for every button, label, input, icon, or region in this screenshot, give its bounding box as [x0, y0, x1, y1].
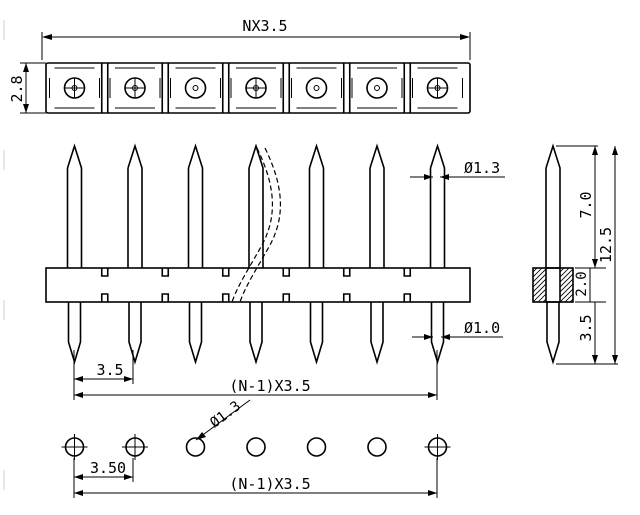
pin-upper — [308, 143, 325, 268]
hatch-line — [560, 278, 573, 293]
cell-edge — [115, 67, 155, 109]
housing-notch — [221, 268, 230, 302]
pin-lower — [188, 302, 203, 365]
pin-upper — [187, 143, 204, 268]
hatch-line — [615, 268, 640, 302]
housing-notch — [403, 268, 412, 302]
cell-side — [412, 78, 463, 98]
pin-upper — [429, 143, 446, 268]
pin-upper — [66, 143, 83, 268]
hole-circle — [367, 437, 387, 457]
hatch-line — [533, 268, 538, 273]
hatch-line — [537, 293, 546, 302]
hatch-line — [498, 268, 532, 302]
cell-side — [351, 78, 403, 98]
cell-side — [49, 78, 100, 98]
cell-divider — [282, 63, 291, 113]
pin-lower — [249, 302, 263, 365]
cell-divider — [161, 63, 170, 113]
hatch-line — [533, 278, 546, 293]
cell-edge — [357, 67, 397, 109]
hatch-line — [590, 268, 624, 302]
overall-length-label: NX3.5 — [242, 17, 287, 35]
hatch-line — [595, 268, 629, 302]
hatch-line — [560, 268, 570, 278]
hatch-line — [533, 268, 546, 283]
pin-dot — [374, 85, 380, 91]
hatch-line — [560, 283, 573, 298]
end-upper-length-label: 7.0 — [577, 191, 595, 218]
pin-upper — [369, 143, 385, 268]
hatch-line — [605, 268, 639, 302]
hole-circle — [246, 437, 266, 457]
cell-side — [109, 78, 161, 98]
cell-edge — [175, 67, 216, 109]
end-housing-height-label: 2.0 — [574, 271, 590, 296]
pin-circle — [366, 77, 388, 99]
end-lower-length-label: 3.5 — [577, 314, 595, 341]
cell-edge — [417, 67, 458, 109]
front-view: Ø1.3 Ø1.0 3.5 (N-1)X3.5 — [45, 143, 505, 400]
housing-notch — [282, 268, 291, 302]
housing-notch — [161, 268, 170, 302]
top-view: NX3.5 2.8 — [8, 17, 471, 114]
hole-pitch-label: 3.50 — [90, 459, 126, 477]
cell-edge — [54, 67, 95, 109]
cell-divider — [403, 63, 412, 113]
cell-edge — [236, 67, 276, 109]
hatch-line — [493, 268, 527, 302]
cell-edge — [296, 67, 337, 109]
hatch-section — [493, 268, 640, 302]
pin-upper — [127, 143, 143, 268]
end-view: 7.0 2.0 3.5 12.5 — [493, 143, 640, 365]
housing-height-label: 2.8 — [8, 75, 26, 102]
cell-side — [230, 78, 282, 98]
hole-diameter-label: Ø1.3 — [207, 398, 244, 431]
pin-diameter-top-label: Ø1.3 — [464, 159, 500, 177]
hatch-line — [560, 288, 573, 302]
pin-dot — [313, 85, 320, 91]
hatch-line — [588, 268, 622, 302]
pin-span-label: (N-1)X3.5 — [229, 377, 310, 395]
pin-dot — [192, 85, 199, 91]
hatch-line — [560, 268, 573, 283]
cell-divider — [100, 63, 109, 113]
hole-span-label: (N-1)X3.5 — [229, 475, 310, 493]
pin-lower — [370, 302, 384, 365]
cell-side — [291, 78, 342, 98]
hatch-line — [533, 268, 543, 278]
hatch-line — [533, 273, 546, 288]
hatch-line — [560, 273, 573, 288]
housing-notch — [100, 268, 109, 302]
end-total-length-label: 12.5 — [597, 227, 615, 263]
hatch-line — [600, 268, 634, 302]
pin-upper — [248, 143, 264, 268]
hole-circle — [185, 437, 206, 457]
cell-divider — [221, 63, 230, 113]
cell-divider — [342, 63, 351, 113]
pin-circle — [305, 77, 328, 99]
hatch-line — [533, 283, 546, 298]
hatch-line — [564, 293, 573, 302]
hole-pattern: Ø1.3 3.50 (N-1)X3.5 — [61, 398, 451, 498]
pin-diameter-bottom-label: Ø1.0 — [464, 319, 500, 337]
pin-pitch-label: 3.5 — [96, 361, 123, 379]
pin-lower — [309, 302, 324, 365]
hole-circle — [306, 437, 327, 457]
cell-side — [170, 78, 221, 98]
hatch-line — [533, 288, 546, 302]
housing-notch — [342, 268, 351, 302]
pin-circle — [184, 77, 207, 99]
pin-lower — [128, 302, 142, 365]
